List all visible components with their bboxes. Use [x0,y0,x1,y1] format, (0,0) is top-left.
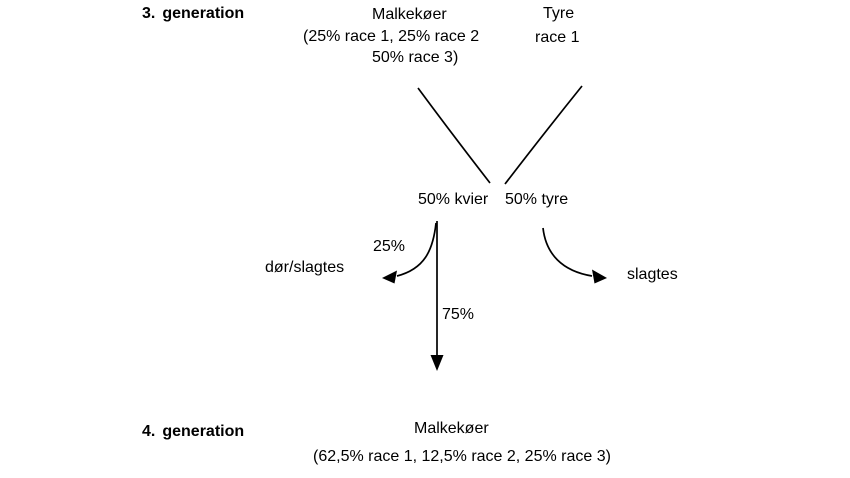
generation-4-word: generation [162,423,245,440]
cull-left-arrowhead [382,270,397,284]
generation-3-label: 3. generation [142,4,244,23]
result-title: Malkekøer [414,420,489,437]
dam-composition-line2: 50% race 3) [372,49,459,66]
offspring-heifers-label: 50% kvier [418,191,489,208]
dam-to-offspring-line [417,87,491,184]
generation-4-number: 4. [142,423,156,440]
generation-4-label: 4. generation [142,422,244,441]
offspring-bulls-label: 50% tyre [505,191,569,208]
keep-percent: 75% [442,306,475,323]
result-composition: (62,5% race 1, 12,5% race 2, 25% race 3) [313,448,611,465]
cull-right-label: slagtes [627,266,678,283]
sire-title: Tyre [543,5,575,22]
cull-left-arrow-line [396,222,437,277]
dam-composition-line1: (25% race 1, 25% race 2 [303,28,480,45]
keep-arrowhead [430,355,444,371]
cull-right-arrowhead [592,269,607,284]
generation-3-number: 3. [142,5,156,22]
cull-right-arrow-line [542,227,593,277]
sire-subtitle: race 1 [535,29,580,46]
generation-3-word: generation [162,5,245,22]
cull-left-percent: 25% [373,238,406,255]
sire-to-offspring-line [504,85,583,185]
dam-title: Malkekøer [372,6,447,23]
cull-left-label: dør/slagtes [265,259,345,276]
